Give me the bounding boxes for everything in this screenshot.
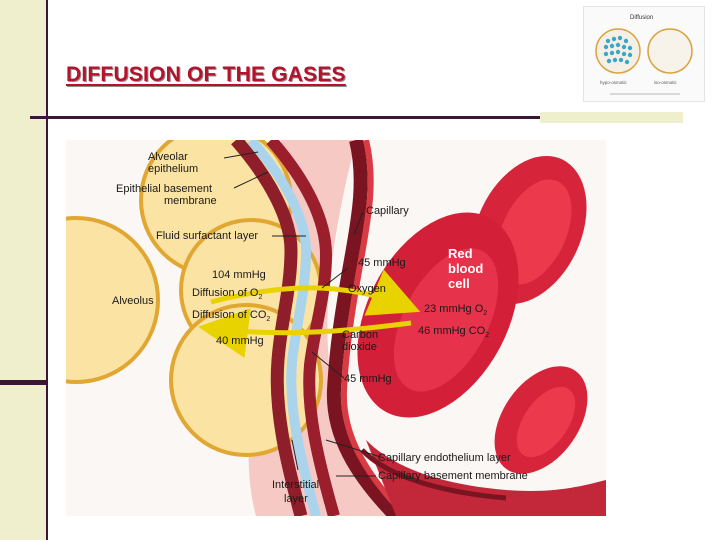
label-rbc-2: blood [448, 261, 483, 276]
left-vertical-rule [46, 0, 48, 540]
label-po2-alveolus: 104 mmHg [212, 269, 266, 281]
label-interstitial-1: Interstitial [272, 479, 319, 491]
basement-membrane-layer [247, 140, 321, 516]
label-rbc-1: Red [448, 246, 473, 261]
label-carbon-dioxide-2: dioxide [342, 341, 377, 353]
thumbnail-title: Diffusion [630, 15, 653, 21]
title-underline-rule [30, 116, 540, 119]
label-capillary: Capillary [366, 205, 409, 217]
co2-diffusion-arrow [198, 308, 412, 358]
label-oxygen: Oxygen [348, 283, 386, 295]
label-rbc-3: cell [448, 276, 470, 291]
label-alveolus: Alveolus [112, 295, 154, 307]
label-capillary-basement: Capillary basement membrane [378, 470, 528, 482]
label-pco2-alveolus: 40 mmHg [216, 335, 264, 347]
label-diffusion-co2: Diffusion of CO2 [192, 309, 270, 323]
thumbnail-left-caption: hypo-osmotic [600, 80, 628, 85]
capillary-endothelium-band [266, 140, 340, 516]
label-carbon-dioxide-1: Carbon [342, 329, 378, 341]
title-rule-accent [540, 112, 683, 123]
label-pco2-plasma-lower: 45 mmHg [344, 373, 392, 385]
label-epithelial-basement-2: membrane [164, 195, 217, 207]
label-pco2-rbc: 46 mmHg CO2 [418, 325, 489, 339]
label-alveolar-epithelium-1: Alveolar [148, 151, 188, 163]
label-interstitial-2: layer [284, 493, 308, 505]
alveolus-circle-left [66, 216, 160, 384]
label-diffusion-o2: Diffusion of O2 [192, 287, 262, 301]
thumbnail-footer-line [610, 93, 680, 95]
label-po2-rbc: 23 mmHg O2 [424, 303, 487, 317]
left-accent-band [0, 0, 46, 540]
left-horizontal-rule [0, 380, 48, 385]
diffusion-thumbnail: Diffusion hypo-osmotic iso-osmotic [583, 6, 705, 102]
red-blood-cell-bottom-center [516, 386, 576, 458]
iso-cell-icon [647, 28, 693, 74]
label-fluid-surfactant: Fluid surfactant layer [156, 230, 258, 242]
capillary-basement-line [360, 448, 507, 501]
capillary-wall [326, 140, 402, 516]
capillary-tissue [366, 440, 606, 516]
capillary-wall-inner [340, 140, 409, 516]
label-alveolar-epithelium-2: epithelium [148, 163, 198, 175]
respiratory-membrane-diagram: Alveolar epithelium Epithelial basement … [66, 140, 606, 516]
leader-lines [223, 151, 385, 477]
label-pco2-plasma: 45 mmHg [358, 257, 406, 269]
solute-dots [603, 35, 633, 65]
thumbnail-right-caption: iso-osmotic [654, 80, 678, 85]
label-capillary-endothelium: Capillary endothelium layer [378, 452, 511, 464]
label-epithelial-basement-1: Epithelial basement [116, 183, 212, 195]
alveolar-epithelium-layer [231, 140, 308, 516]
slide-title: DIFFUSION OF THE GASES [66, 63, 346, 86]
